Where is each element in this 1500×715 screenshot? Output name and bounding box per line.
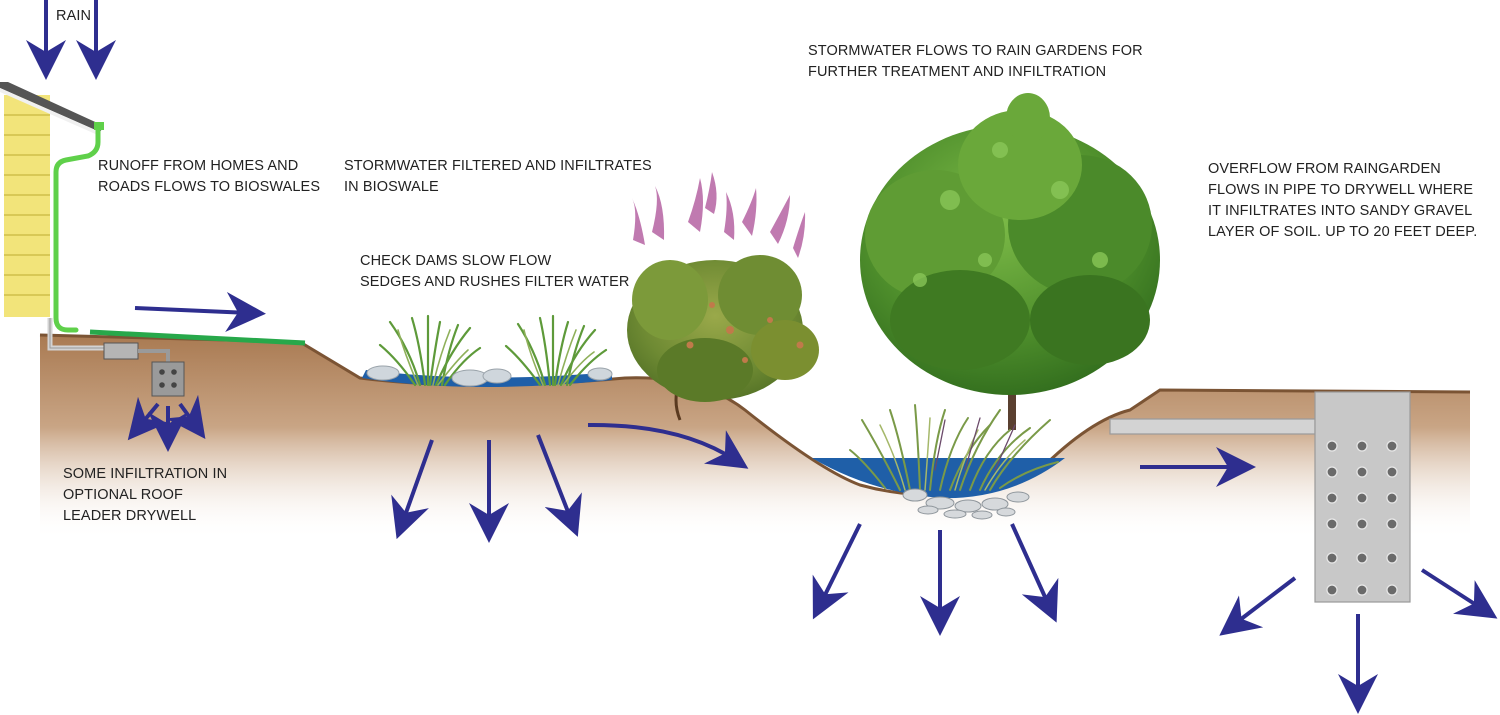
- bioswale-arrow-3: [536, 434, 582, 537]
- drywell-arrow-left: [1219, 576, 1297, 636]
- rain-garden-grasses: [849, 404, 1059, 491]
- to-rain-garden-arrow: [587, 422, 749, 469]
- label-rain: RAIN: [56, 6, 91, 27]
- label-overflow: OVERFLOW FROM RAINGARDEN FLOWS IN PIPE T…: [1208, 159, 1477, 243]
- label-overflow-line-2: FLOWS IN PIPE TO DRYWELL WHERE: [1208, 182, 1474, 198]
- label-overflow-line-4: LAYER OF SOIL. UP TO 20 FEET DEEP.: [1208, 224, 1478, 240]
- drywell-arrow-right: [1420, 568, 1498, 619]
- label-filtered-line-2: IN BIOSWALE: [344, 179, 439, 195]
- label-rain-gardens-line-1: STORMWATER FLOWS TO RAIN GARDENS FOR: [808, 43, 1143, 59]
- shrub-icon: [627, 172, 819, 421]
- label-overflow-line-3: IT INFILTRATES INTO SANDY GRAVEL: [1208, 203, 1473, 219]
- label-check-dams: CHECK DAMS SLOW FLOW SEDGES AND RUSHES F…: [360, 251, 629, 293]
- label-runoff: RUNOFF FROM HOMES AND ROADS FLOWS TO BIO…: [98, 156, 320, 198]
- sedges-icon: [378, 314, 608, 387]
- rocks-icon: [902, 488, 1030, 520]
- house: [0, 82, 104, 317]
- road-strip: [89, 329, 306, 346]
- label-rain-line: RAIN: [56, 8, 92, 24]
- label-runoff-line-2: ROADS FLOWS TO BIOSWALES: [98, 179, 321, 195]
- rain-garden-arrow-1: [812, 523, 862, 620]
- roof-fascia: [0, 88, 100, 136]
- bioswale-arrow-1: [391, 439, 434, 540]
- label-check-dams-line-2: SEDGES AND RUSHES FILTER WATER: [360, 274, 630, 290]
- roof-drywell-arrow-3: [165, 394, 206, 439]
- label-check-dams-line-1: CHECK DAMS SLOW FLOW: [360, 253, 552, 269]
- roof-drywell-icon: [47, 318, 185, 397]
- roof: [0, 82, 104, 132]
- drywell-icon: [1314, 391, 1411, 603]
- label-filtered-line-1: STORMWATER FILTERED AND INFILTRATES: [344, 158, 652, 174]
- label-rain-gardens-line-2: FURTHER TREATMENT AND INFILTRATION: [808, 64, 1107, 80]
- check-dam-rocks: [366, 365, 613, 387]
- soil-body: [40, 335, 1470, 540]
- siding-lines: [4, 114, 50, 296]
- label-roof-leader: SOME INFILTRATION IN OPTIONAL ROOF LEADE…: [63, 464, 227, 527]
- tree-icon: [860, 93, 1160, 430]
- rain-garden-arrow-3: [1010, 523, 1059, 623]
- house-siding: [4, 95, 50, 317]
- runoff-arrow: [134, 291, 266, 332]
- label-filtered: STORMWATER FILTERED AND INFILTRATES IN B…: [344, 156, 652, 198]
- label-rain-gardens: STORMWATER FLOWS TO RAIN GARDENS FOR FUR…: [808, 41, 1143, 83]
- label-roof-leader-line-3: LEADER DRYWELL: [63, 508, 197, 524]
- label-roof-leader-line-2: OPTIONAL ROOF: [63, 487, 183, 503]
- downspout-icon: [53, 122, 104, 333]
- label-runoff-line-1: RUNOFF FROM HOMES AND: [98, 158, 299, 174]
- label-roof-leader-line-1: SOME INFILTRATION IN: [63, 466, 228, 482]
- label-overflow-line-1: OVERFLOW FROM RAINGARDEN: [1208, 161, 1441, 177]
- rain-garden-water: [812, 458, 1065, 499]
- flow-arrows: [26, 0, 1498, 714]
- overflow-pipe-icon: [1109, 418, 1316, 435]
